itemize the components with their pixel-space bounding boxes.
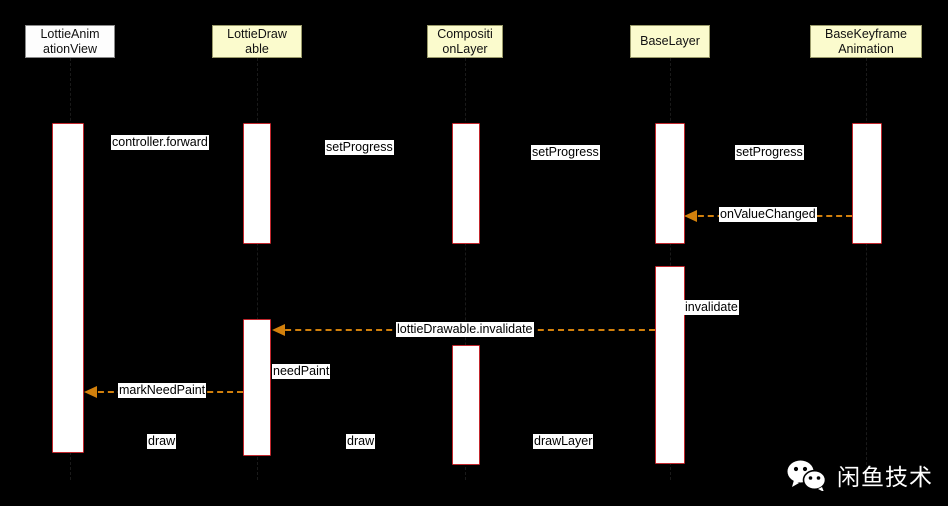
lifeline-BaseKeyframeAnimation — [866, 58, 867, 480]
message-label-invalidate: invalidate — [684, 300, 739, 315]
message-label-setprogress: setProgress — [325, 140, 394, 155]
activation-bar-LottieDrawable — [243, 319, 271, 456]
activation-bar-BaseLayer — [655, 266, 685, 464]
message-label-markneedpaint: markNeedPaint — [118, 383, 207, 398]
participant-BaseLayer[interactable]: BaseLayer — [630, 25, 710, 58]
wechat-icon — [786, 459, 828, 496]
participant-BaseKeyframeAnimation[interactable]: BaseKeyframe Animation — [810, 25, 922, 58]
lifeline-CompositionLayer — [465, 58, 466, 480]
message-arrowhead-6 — [272, 324, 285, 336]
participant-LottieAnimationView[interactable]: LottieAnim ationView — [25, 25, 115, 58]
activation-bar-LottieAnimationView — [52, 123, 84, 453]
message-label-drawlayer: drawLayer — [533, 434, 594, 449]
message-label-draw: draw — [346, 434, 376, 449]
message-arrowhead-4 — [684, 210, 697, 222]
message-label-onvaluechanged: onValueChanged — [719, 207, 817, 222]
message-label-draw: draw — [147, 434, 177, 449]
watermark: 闲鱼技术 — [786, 459, 933, 496]
watermark-text: 闲鱼技术 — [837, 464, 933, 491]
participant-LottieDrawable[interactable]: LottieDraw able — [212, 25, 302, 58]
participant-CompositionLayer[interactable]: Compositi onLayer — [427, 25, 503, 58]
activation-bar-BaseKeyframeAnimation — [852, 123, 882, 244]
activation-bar-LottieDrawable — [243, 123, 271, 244]
message-label-lottiedrawable-invalidate: lottieDrawable.invalidate — [396, 322, 534, 337]
message-label-setprogress: setProgress — [735, 145, 804, 160]
message-arrowhead-8 — [84, 386, 97, 398]
activation-bar-CompositionLayer — [452, 123, 480, 244]
lifeline-LottieDrawable — [257, 58, 258, 480]
message-label-controller-forward: controller.forward — [111, 135, 209, 150]
message-label-setprogress: setProgress — [531, 145, 600, 160]
message-label-needpaint: needPaint — [272, 364, 331, 379]
activation-bar-CompositionLayer — [452, 345, 480, 465]
activation-bar-BaseLayer — [655, 123, 685, 244]
